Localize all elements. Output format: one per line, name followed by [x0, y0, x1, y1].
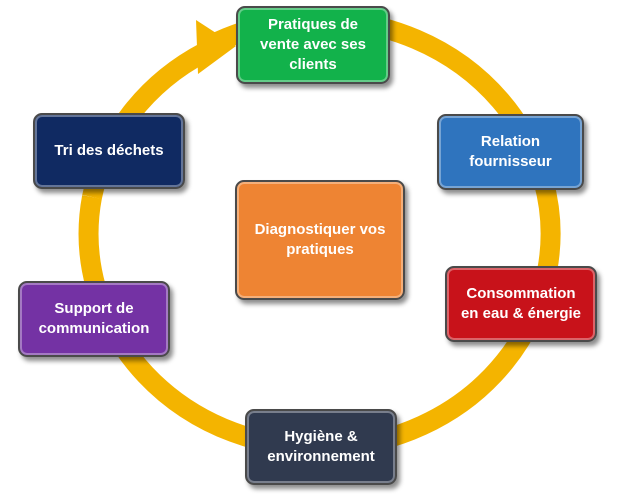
node-hygiene-label: Hygiène & environnement: [267, 428, 375, 465]
node-tri-dechets-label: Tri des déchets: [54, 142, 164, 159]
node-diagnostiquer-label: Diagnostiquer vos pratiques: [254, 221, 386, 258]
node-pratiques-vente: Pratiques de vente avec ses clients: [236, 6, 390, 84]
node-support-communication: Support de communication: [18, 281, 170, 357]
node-consommation-label: Consommation en eau & énergie: [460, 285, 582, 322]
node-consommation: Consommation en eau & énergie: [445, 266, 597, 342]
node-support-communication-label: Support de communication: [38, 300, 150, 337]
node-diagnostiquer: Diagnostiquer vos pratiques: [235, 180, 405, 300]
node-relation-fournisseur: Relation fournisseur: [437, 114, 584, 190]
node-relation-fournisseur-label: Relation fournisseur: [469, 133, 552, 170]
cycle-arrowhead: [196, 20, 236, 74]
node-tri-dechets: Tri des déchets: [33, 113, 185, 189]
node-pratiques-vente-label: Pratiques de vente avec ses clients: [260, 16, 366, 73]
cycle-arc: [78, 9, 561, 458]
node-hygiene: Hygiène & environnement: [245, 409, 397, 485]
